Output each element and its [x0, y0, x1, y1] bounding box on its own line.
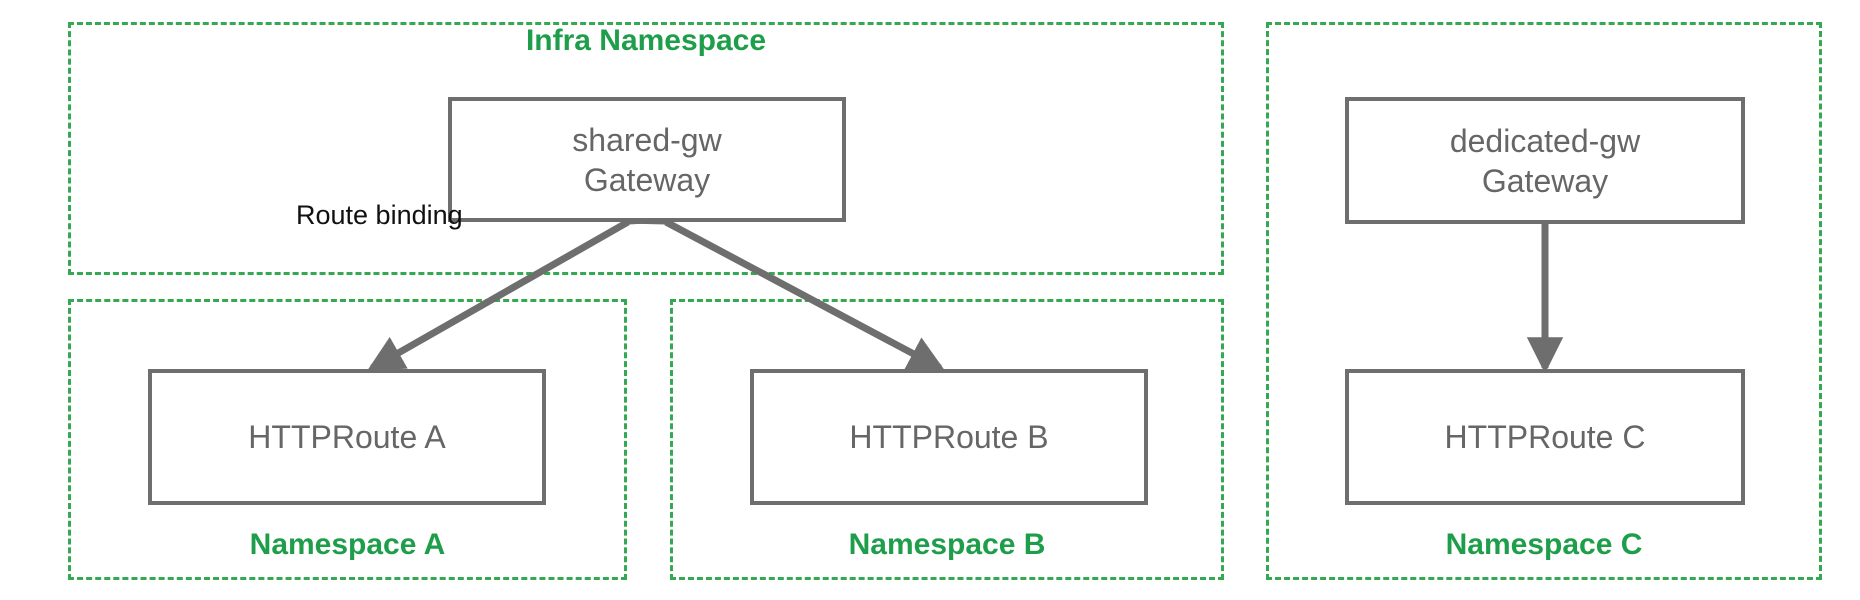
namespace-label-c: Namespace C — [1445, 528, 1643, 561]
node-httproute-a-label: HTTPRoute A — [248, 419, 446, 455]
node-httproute-b[interactable]: HTTPRoute B — [750, 369, 1148, 505]
node-shared-gw-gateway-label: shared-gw Gateway — [572, 121, 722, 198]
node-httproute-c[interactable]: HTTPRoute C — [1345, 369, 1745, 505]
node-httproute-c-label: HTTPRoute C — [1444, 419, 1646, 455]
namespace-label-a: Namespace A — [249, 528, 446, 561]
namespace-box-b — [670, 299, 1224, 580]
node-httproute-a[interactable]: HTTPRoute A — [148, 369, 546, 505]
node-dedicated-gw-gateway-label: dedicated-gw Gateway — [1449, 122, 1641, 199]
node-httproute-b-label: HTTPRoute B — [849, 419, 1049, 455]
node-dedicated-gw-gateway[interactable]: dedicated-gw Gateway — [1345, 97, 1745, 224]
namespace-label-infra: Infra Namespace — [525, 24, 767, 57]
edge-label-route-binding: Route binding — [296, 200, 463, 230]
namespace-box-a — [68, 299, 627, 580]
node-shared-gw-gateway[interactable]: shared-gw Gateway — [448, 97, 846, 222]
namespace-box-c — [1266, 22, 1822, 580]
namespace-label-b: Namespace B — [848, 528, 1046, 561]
